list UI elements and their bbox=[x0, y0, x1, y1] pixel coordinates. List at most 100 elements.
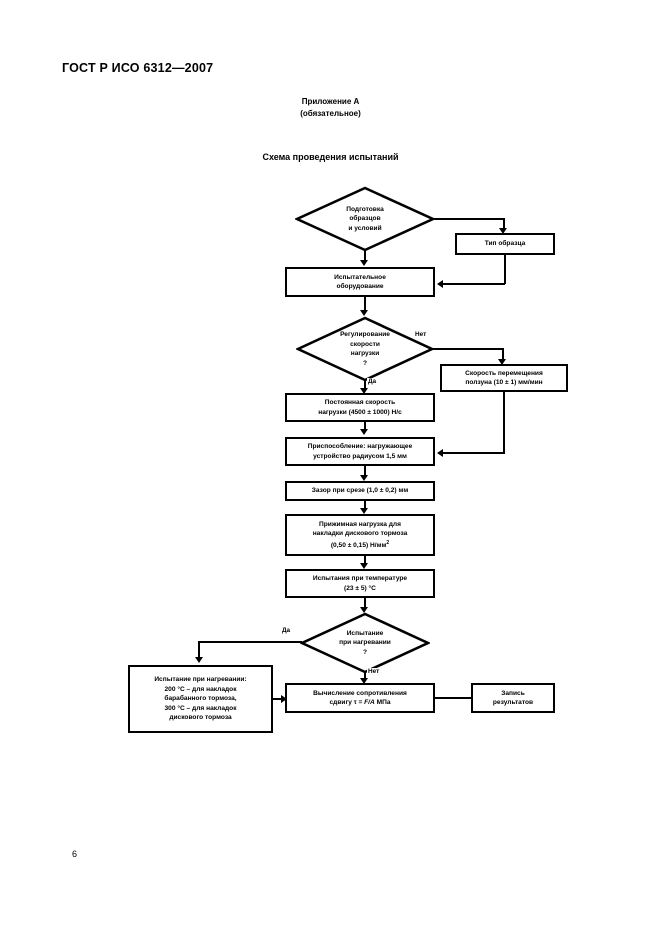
arrowhead-clamp-in bbox=[360, 508, 368, 514]
node-specimen-type: Тип образца bbox=[455, 233, 555, 255]
diamond-shape bbox=[296, 316, 434, 382]
line: Испытания при температуре bbox=[312, 575, 408, 582]
line: 300 °C – для накладок bbox=[164, 704, 237, 712]
decision-preparation-label: Подготовка образцов и условий bbox=[295, 186, 435, 252]
line: Испытание bbox=[346, 629, 384, 637]
annex-subtitle: (обязательное) bbox=[300, 109, 361, 118]
node-shear-gap: Зазор при срезе (1,0 ± 0,2) мм bbox=[285, 481, 435, 501]
node-clamp-load: Прижимная нагрузка для накладки дисковог… bbox=[285, 514, 435, 556]
edge-label-load-rate-yes: Да bbox=[367, 378, 378, 385]
connector-specimen-to-equipment bbox=[443, 283, 505, 285]
annex-block: Приложение А (обязательное) bbox=[0, 96, 661, 120]
arrowhead-fixture-right-in bbox=[437, 449, 443, 457]
connector-heating-to-calc bbox=[273, 698, 285, 700]
arrowhead-calc-left-in bbox=[281, 695, 287, 703]
line: Вычисление сопротивления bbox=[313, 689, 407, 697]
arrowhead-specimen-in bbox=[499, 228, 507, 234]
annex-title: Приложение А bbox=[301, 97, 360, 106]
arrowhead-loadrate-in bbox=[360, 310, 368, 316]
arrowhead-calc-top-in bbox=[360, 678, 368, 684]
connector-prep-to-specimen-h bbox=[433, 218, 505, 220]
line: Приспособление: нагружающее bbox=[307, 443, 413, 450]
line: Прижимная нагрузка для bbox=[319, 520, 401, 528]
line: устройство радиусом 1,5 мм bbox=[313, 452, 407, 460]
arrowhead-heating-conditions-in bbox=[195, 657, 203, 663]
scheme-title: Схема проведения испытаний bbox=[262, 152, 399, 162]
decision-preparation: Подготовка образцов и условий bbox=[295, 186, 435, 252]
line: Регулирование bbox=[340, 331, 390, 338]
line: Испытание при нагревании: bbox=[154, 676, 247, 684]
arrowhead-fixture-top-in bbox=[360, 429, 368, 435]
line: 200 °C – для накладок bbox=[164, 685, 237, 693]
arrowhead-constant-load-in bbox=[360, 388, 368, 394]
line: Постоянная скорость bbox=[324, 399, 396, 406]
line: и условий bbox=[348, 224, 382, 232]
line: Тип образца bbox=[484, 240, 526, 248]
line: скорости bbox=[350, 340, 380, 348]
line: нагрузки (4500 ± 1000) Н/с bbox=[318, 408, 402, 416]
line: Зазор при срезе (1,0 ± 0,2) мм bbox=[311, 487, 409, 495]
connector-gap-down bbox=[364, 501, 366, 510]
line: нагрузки bbox=[350, 350, 380, 357]
node-slider-speed: Скорость перемещения ползуна (10 ± 1) мм… bbox=[440, 364, 568, 392]
line: Запись bbox=[501, 689, 525, 697]
line: (23 ± 5) °C bbox=[344, 584, 376, 592]
decision-heated-test: Испытание при нагревании ? bbox=[300, 612, 430, 674]
line: ползуна (10 ± 1) мм/мин bbox=[465, 379, 543, 386]
line: Скорость перемещения bbox=[465, 369, 543, 377]
connector-heated-yes-v bbox=[198, 641, 200, 659]
formula-f-over-a: F/A bbox=[364, 699, 375, 706]
line: при нагревании bbox=[339, 639, 391, 647]
connector-heated-no-v bbox=[364, 672, 366, 680]
unit-superscript: 2 bbox=[386, 539, 390, 546]
arrowhead-gap-in bbox=[360, 475, 368, 481]
line: образцов bbox=[349, 215, 381, 223]
line: результатов bbox=[492, 699, 534, 706]
connector-heated-yes-h bbox=[198, 641, 302, 643]
node-record-results: Запись результатов bbox=[471, 683, 555, 713]
standard-header: ГОСТ Р ИСО 6312—2007 bbox=[62, 61, 214, 75]
connector-slider-to-fixture bbox=[443, 452, 505, 454]
node-shear-calculation: Вычисление сопротивления сдвигу τ = F/A … bbox=[285, 683, 435, 713]
diamond-shape bbox=[295, 186, 435, 252]
connector-loadrate-no-h bbox=[432, 348, 504, 350]
line: ? bbox=[362, 359, 368, 367]
connector-temperature-down bbox=[364, 598, 366, 610]
connector-specimen-down bbox=[504, 255, 506, 284]
line: (0,50 ± 0,15) Н/мм bbox=[330, 541, 387, 549]
edge-label-load-rate-no: Нет bbox=[414, 331, 428, 338]
page-number: 6 bbox=[72, 849, 78, 859]
line: Испытательное bbox=[334, 273, 386, 281]
node-test-temperature: Испытания при температуре (23 ± 5) °C bbox=[285, 569, 435, 598]
node-test-equipment: Испытательное оборудование bbox=[285, 267, 435, 297]
arrowhead-slider-speed-in bbox=[498, 359, 506, 365]
decision-heated-test-label: Испытание при нагревании ? bbox=[300, 612, 430, 674]
arrowhead-equipment-right-in bbox=[437, 280, 443, 288]
connector-loadrate-no-v bbox=[502, 348, 504, 361]
formula-unit: МПа bbox=[374, 699, 391, 706]
line: барабанного тормоза, bbox=[164, 695, 237, 703]
edge-label-heated-no: Нет bbox=[367, 668, 381, 675]
connector-clamp-down bbox=[364, 556, 366, 565]
arrowhead-temperature-in bbox=[360, 563, 368, 569]
line: дискового тормоза bbox=[169, 714, 232, 722]
connector-loadrate-yes-v bbox=[364, 380, 366, 391]
connector-equipment-down bbox=[364, 297, 366, 313]
edge-label-heated-yes: Да bbox=[281, 627, 292, 634]
connector-calc-to-record bbox=[435, 697, 473, 699]
node-constant-load-rate: Постоянная скорость нагрузки (4500 ± 100… bbox=[285, 393, 435, 422]
line: оборудование bbox=[336, 283, 384, 290]
connector-slider-down bbox=[503, 392, 505, 453]
line: накладки дискового тормоза bbox=[312, 530, 408, 538]
connector-fixture-down bbox=[364, 466, 366, 477]
line: ? bbox=[362, 648, 368, 656]
arrowhead-heated-decision-in bbox=[360, 607, 368, 613]
connector-constant-down bbox=[364, 422, 366, 431]
node-heating-conditions: Испытание при нагревании: 200 °C – для н… bbox=[128, 665, 273, 733]
line: Подготовка bbox=[346, 205, 384, 213]
connector-prep-down bbox=[364, 251, 366, 262]
diamond-shape bbox=[300, 612, 430, 674]
decision-load-rate-control: Регулирование скорости нагрузки ? bbox=[296, 316, 434, 382]
